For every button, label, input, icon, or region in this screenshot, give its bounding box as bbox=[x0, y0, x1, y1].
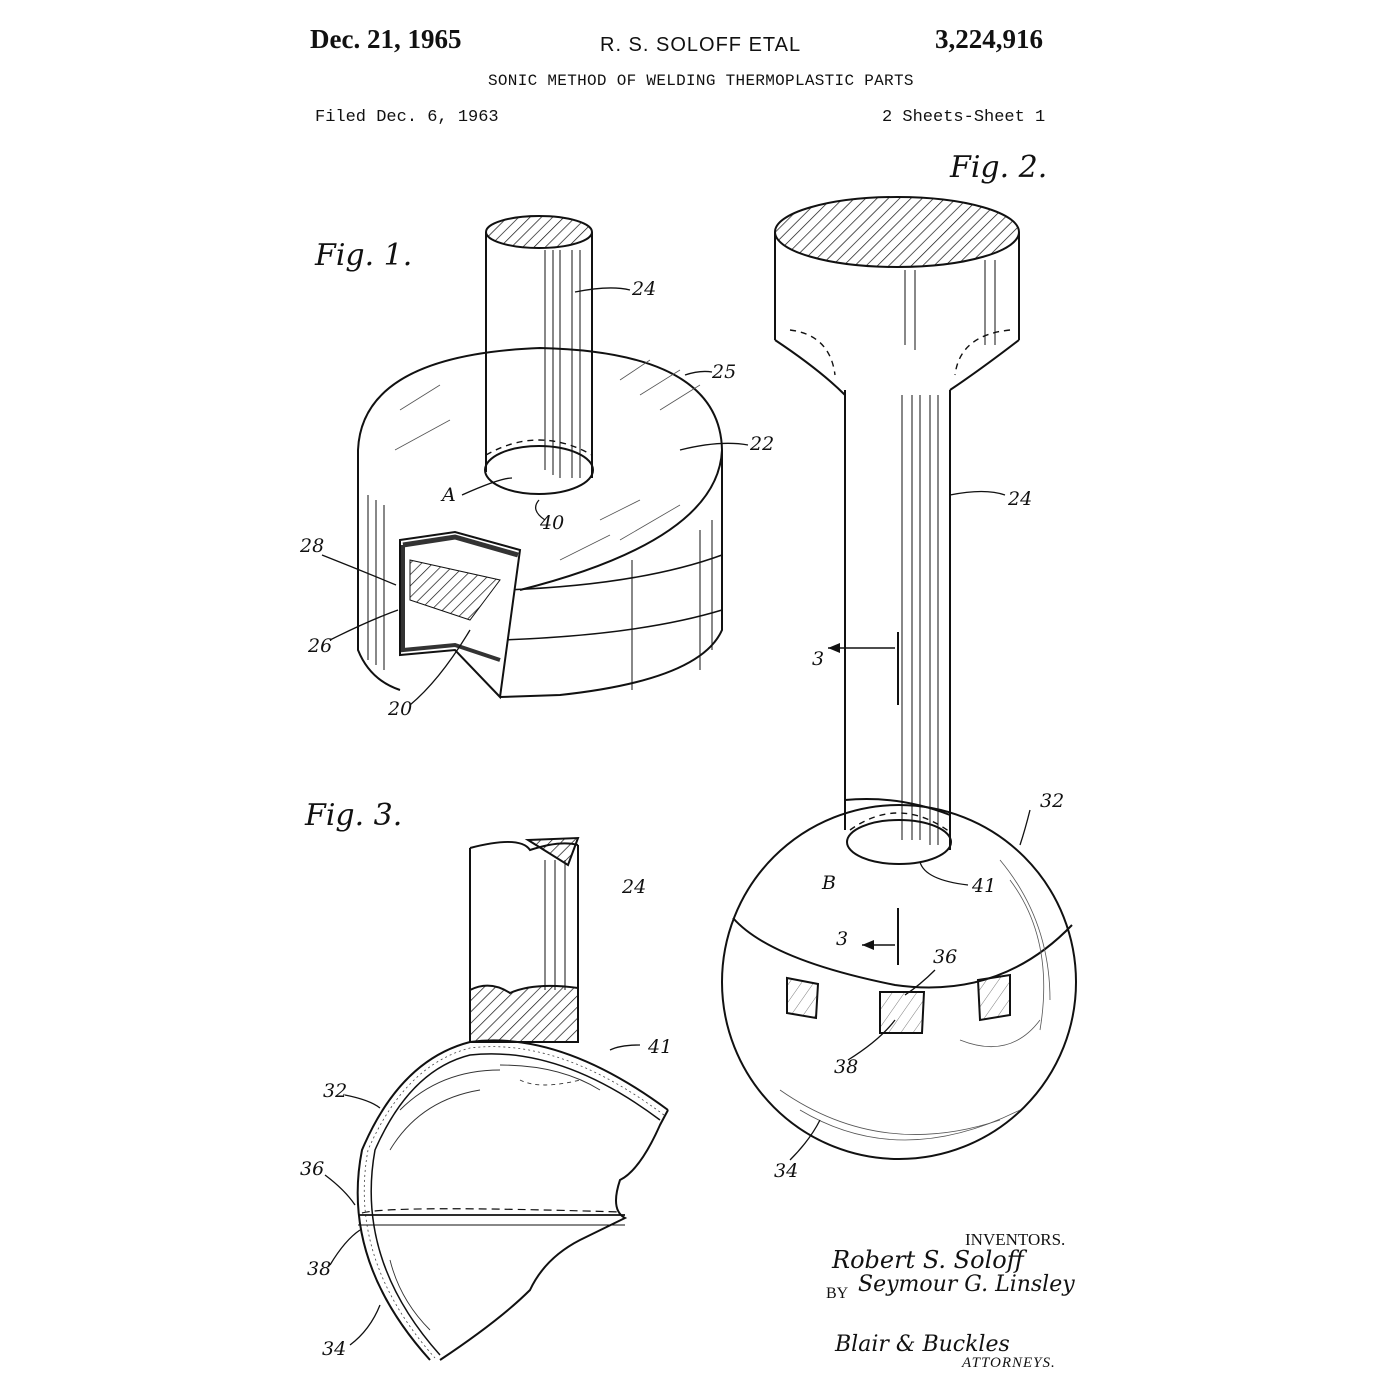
fig3-ref-36: 36 bbox=[300, 1158, 325, 1180]
inventor-header: R. S. SOLOFF ETAL bbox=[600, 34, 802, 56]
fig2-ref-38: 38 bbox=[834, 1056, 859, 1078]
fig1-ref-20: 20 bbox=[388, 698, 413, 720]
patent-title: SONIC METHOD OF WELDING THERMOPLASTIC PA… bbox=[488, 72, 914, 90]
fig3-ref-34: 34 bbox=[322, 1338, 347, 1360]
patent-date: Dec. 21, 1965 bbox=[310, 24, 462, 54]
fig2-drawing bbox=[721, 196, 1077, 1161]
fig3-ref-32: 32 bbox=[323, 1080, 348, 1102]
filed-date: Filed Dec. 6, 1963 bbox=[315, 108, 499, 127]
fig1-ref-28: 28 bbox=[300, 535, 325, 557]
fig2-ref-3-lower: 3 bbox=[836, 928, 849, 950]
fig1-ref-25: 25 bbox=[712, 361, 737, 383]
fig2-ref-B: B bbox=[822, 872, 836, 894]
fig3-ref-38: 38 bbox=[307, 1258, 332, 1280]
fig2-ref-41: 41 bbox=[972, 875, 997, 897]
attorneys-signature: Blair & Buckles bbox=[835, 1332, 1010, 1357]
fig1-ref-24: 24 bbox=[632, 278, 657, 300]
patent-number: 3,224,916 bbox=[935, 24, 1043, 54]
fig3-ref-41: 41 bbox=[648, 1036, 673, 1058]
fig2-ref-3-upper: 3 bbox=[812, 648, 825, 670]
fig2-ref-34: 34 bbox=[774, 1160, 799, 1182]
fig1-ref-22: 22 bbox=[750, 433, 775, 455]
fig2-ref-32: 32 bbox=[1040, 790, 1065, 812]
fig3-drawing bbox=[324, 836, 669, 1361]
fig1-label: Fig. 1. bbox=[315, 238, 413, 273]
inventors-label: INVENTORS. bbox=[965, 1230, 1066, 1249]
fig3-ref-24: 24 bbox=[622, 876, 647, 898]
sheet-count: 2 Sheets-Sheet 1 bbox=[882, 108, 1046, 127]
fig1-ref-26: 26 bbox=[308, 635, 333, 657]
fig1-ref-40: 40 bbox=[540, 512, 565, 534]
fig2-label: Fig. 2. bbox=[950, 150, 1048, 185]
inventor-signature-2: Seymour G. Linsley bbox=[858, 1272, 1075, 1297]
inventor-signature-1: Robert S. Soloff bbox=[832, 1246, 1024, 1274]
fig2-ref-24: 24 bbox=[1008, 488, 1033, 510]
by-label: BY bbox=[826, 1285, 849, 1302]
fig1-drawing bbox=[321, 215, 749, 706]
fig1-ref-A: A bbox=[442, 484, 456, 506]
fig3-label: Fig. 3. bbox=[305, 798, 403, 833]
attorneys-label: ATTORNEYS. bbox=[962, 1355, 1056, 1371]
fig2-ref-36: 36 bbox=[933, 946, 958, 968]
